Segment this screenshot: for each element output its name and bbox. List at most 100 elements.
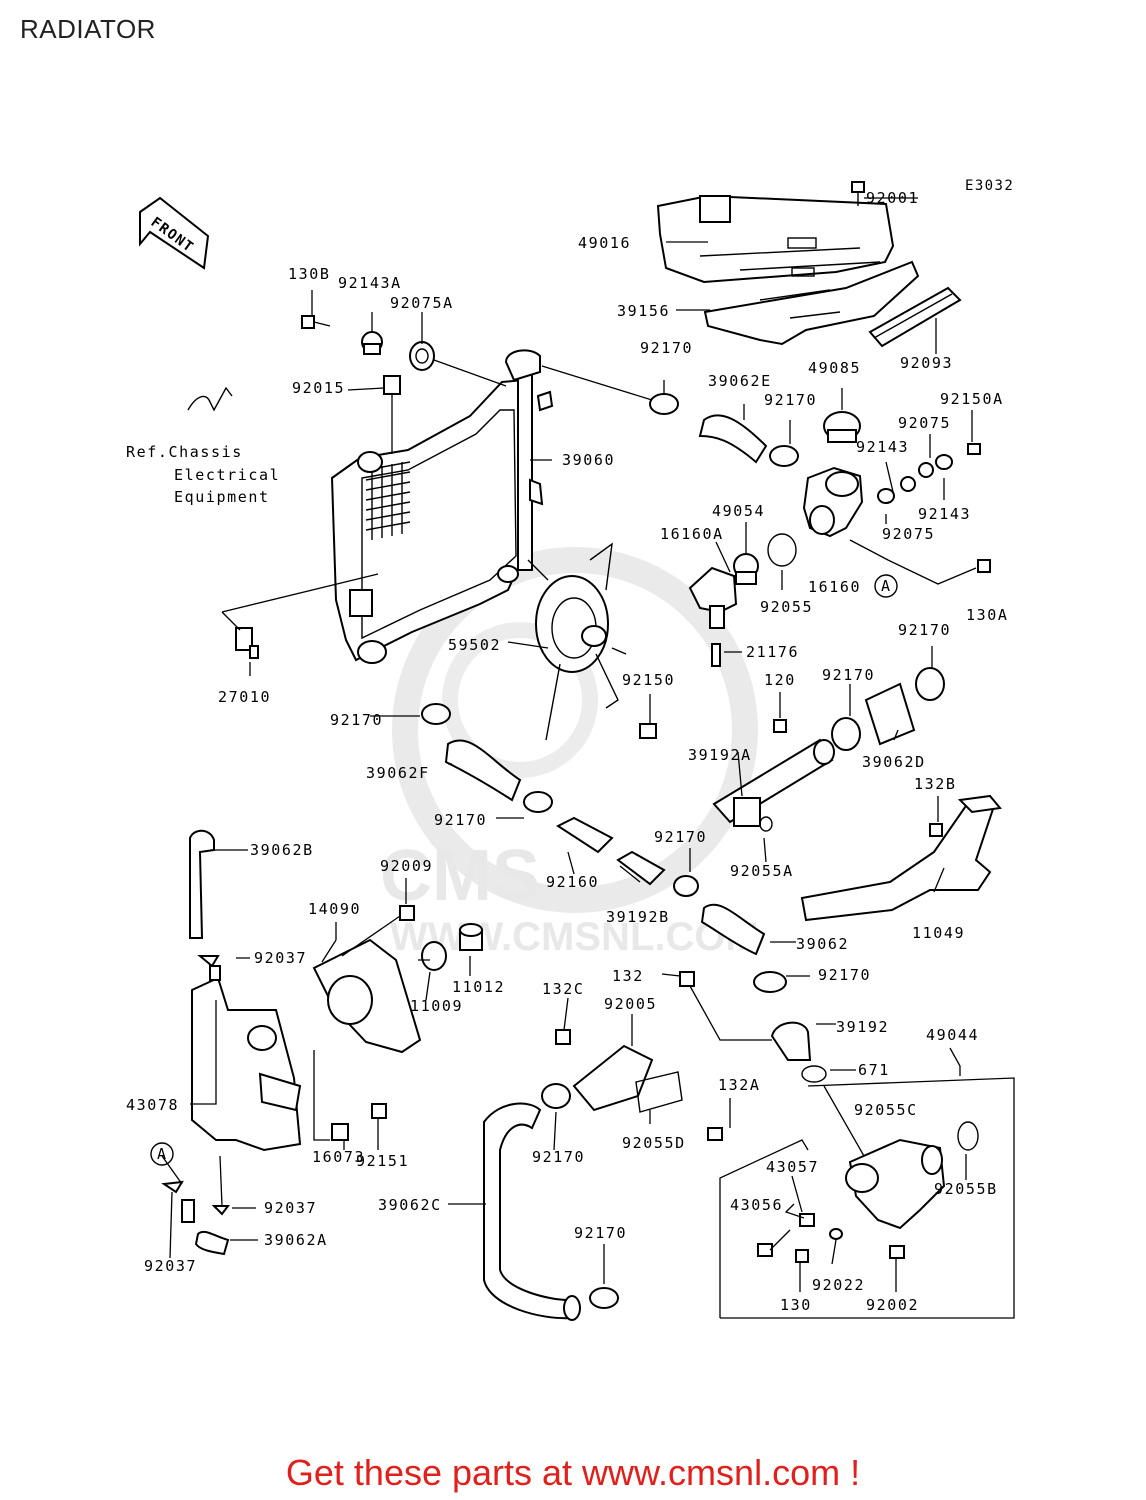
temp-sensor-27010-part	[235, 627, 259, 659]
thermostat-part	[733, 553, 759, 585]
clamp-92170-lower-part	[541, 1083, 619, 1309]
callout-p92055B: 92055B	[934, 1180, 998, 1198]
callout-p132A: 132A	[718, 1076, 761, 1094]
callout-p14090: 14090	[308, 900, 361, 918]
radiator-part	[330, 349, 554, 664]
callout-p92055C: 92055C	[854, 1101, 918, 1119]
page-title: RADIATOR	[20, 14, 156, 44]
seal-strip-part	[868, 286, 962, 348]
callout-p92150: 92150	[622, 671, 675, 689]
hose-39062a-part	[161, 1180, 230, 1256]
small-hardware-right-part	[877, 443, 991, 573]
callout-p92170e: 92170	[330, 711, 383, 729]
callout-p92170f: 92170	[434, 811, 487, 829]
callout-p39192B: 39192B	[606, 908, 670, 926]
hose-39062e-part	[698, 414, 768, 464]
radiator-cap-part	[823, 411, 861, 443]
callout-p92009: 92009	[380, 857, 433, 875]
clamp-pair-top-part	[649, 393, 799, 467]
clip-92015-part	[383, 375, 401, 395]
callout-p16160: 16160	[808, 578, 861, 596]
hose-39062c-part	[483, 1102, 581, 1321]
callout-p39192A: 39192A	[688, 746, 752, 764]
cap-11012-part	[459, 923, 483, 951]
collar-92143a-part	[361, 331, 383, 355]
callout-p92170b: 92170	[764, 391, 817, 409]
callout-p120: 120	[764, 671, 796, 689]
bolt-92150-part	[639, 723, 657, 739]
housing-16160a-part	[688, 566, 738, 629]
callout-p39062E: 39062E	[708, 372, 772, 390]
bolt-92151-part	[371, 1103, 387, 1119]
callout-p59502: 59502	[448, 636, 501, 654]
callout-p21176: 21176	[746, 643, 799, 661]
pipe-39192b-part	[616, 850, 699, 897]
callout-p130: 130	[780, 1296, 812, 1314]
svg-text:CMS: CMS	[380, 836, 540, 916]
callout-p92143A: 92143A	[338, 274, 402, 292]
clip-92037-upper-part	[197, 955, 220, 968]
fitting-92005-part	[555, 1029, 683, 1113]
callout-pA2: A	[157, 1145, 168, 1163]
hose-39062d-part	[831, 667, 945, 751]
o-ring-92055-part	[767, 533, 797, 567]
watermark-text: WWW.CMSNL.COM	[390, 915, 759, 959]
callout-p92075a: 92075	[898, 414, 951, 432]
harness-clip-icon	[187, 386, 233, 412]
callout-p92002: 92002	[866, 1296, 919, 1314]
callout-p92170c: 92170	[898, 621, 951, 639]
callout-p92170j: 92170	[574, 1224, 627, 1242]
callout-p92170g: 92170	[654, 828, 707, 846]
callout-p39062: 39062	[796, 935, 849, 953]
callout-p92037c: 92037	[144, 1257, 197, 1275]
grommet-92075a-part	[409, 341, 435, 371]
footer-link[interactable]: Get these parts at www.cmsnl.com !	[285, 1452, 861, 1493]
thermostat-housing-part	[802, 466, 864, 538]
callout-p39062B: 39062B	[250, 841, 314, 859]
callout-p16160A: 16160A	[660, 525, 724, 543]
ref-note-line2: Electrical	[174, 466, 280, 484]
callout-p39192: 39192	[836, 1018, 889, 1036]
callout-p43078: 43078	[126, 1096, 179, 1114]
cap-11009-part	[421, 941, 447, 971]
bracket-11049-part	[800, 794, 1002, 922]
callout-p92170h: 92170	[818, 966, 871, 984]
callout-p39062D: 39062D	[862, 753, 926, 771]
bolt-120-part	[773, 719, 787, 733]
hose-39062f-part	[444, 739, 522, 802]
callout-p11049: 11049	[912, 924, 965, 942]
callout-p92037b: 92037	[264, 1199, 317, 1217]
callout-p39062C: 39062C	[378, 1196, 442, 1214]
callout-p92055D: 92055D	[622, 1134, 686, 1152]
leader-lines	[161, 197, 977, 1292]
callout-p43057: 43057	[766, 1158, 819, 1176]
callout-p92075b: 92075	[882, 525, 935, 543]
bolt-92009-part	[399, 905, 415, 921]
radiator-core-fins	[365, 461, 411, 540]
callout-p11012: 11012	[452, 978, 505, 996]
pipe-92160-part	[555, 816, 614, 854]
callout-p132B: 132B	[914, 775, 957, 793]
switch-21176-part	[711, 643, 721, 667]
callout-p92093: 92093	[900, 354, 953, 372]
callout-p132: 132	[612, 967, 644, 985]
callout-p39062A: 39062A	[264, 1231, 328, 1249]
breather-hose-39062b-part	[189, 829, 215, 939]
callout-p92143b: 92143	[918, 505, 971, 523]
callout-p49044: 49044	[926, 1026, 979, 1044]
callout-p39156: 39156	[617, 302, 670, 320]
pipe-39192a-part	[712, 738, 835, 832]
callout-p92075A: 92075A	[390, 294, 454, 312]
callout-p43056: 43056	[730, 1196, 783, 1214]
bolt-132b-part	[929, 823, 943, 837]
callout-p92001: 92001	[866, 189, 919, 207]
callout-p92015: 92015	[292, 379, 345, 397]
front-arrow-icon: FRONT	[139, 196, 210, 270]
callout-p16073: 16073	[312, 1148, 365, 1166]
callout-pA1: A	[881, 577, 892, 595]
callout-p27010: 27010	[218, 688, 271, 706]
callout-p92005: 92005	[604, 995, 657, 1013]
shroud-cover-part	[656, 194, 920, 346]
callout-p92170i: 92170	[532, 1148, 585, 1166]
